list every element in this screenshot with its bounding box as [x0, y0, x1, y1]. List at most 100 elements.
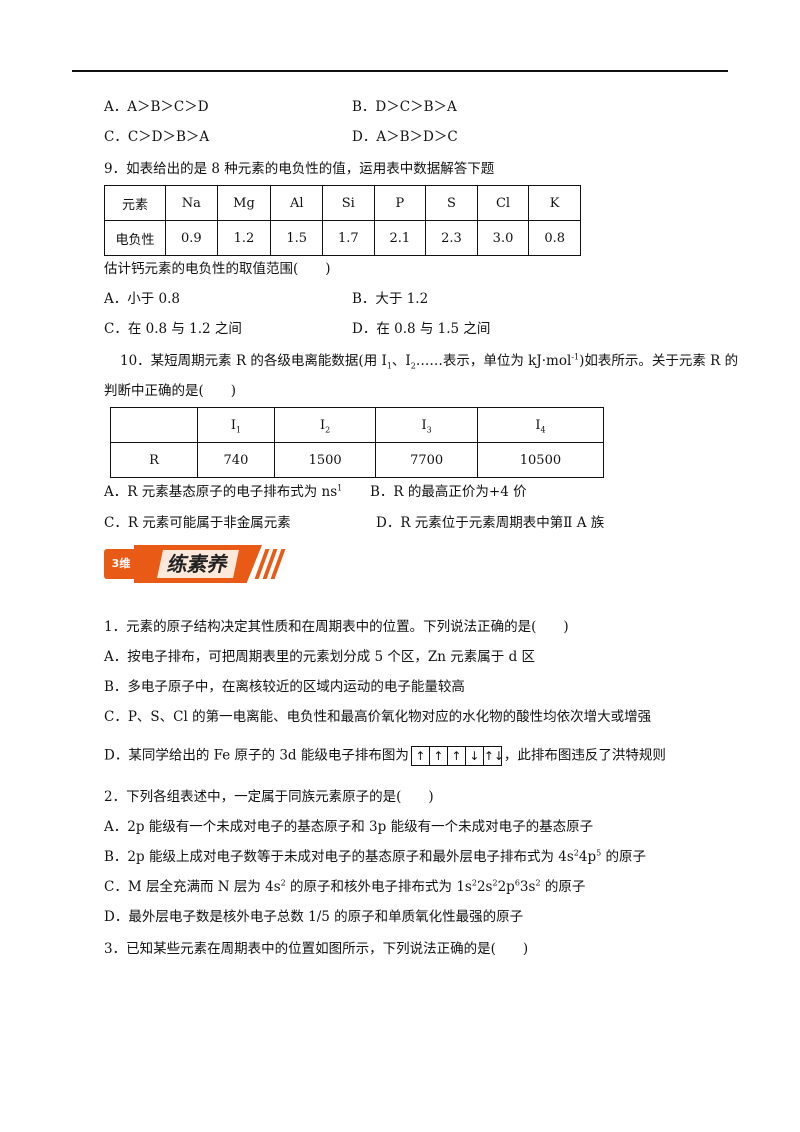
q10-stem-line2: 判断中正确的是( ) [104, 383, 237, 399]
cell-text: I [230, 417, 236, 433]
top-rule [72, 70, 728, 72]
option-text: C．M 层全充满而 N 层为 4s [104, 879, 281, 895]
q9-option-d[interactable]: D．在 0.8 与 1.5 之间 [352, 321, 491, 337]
q10-option-c[interactable]: C．R 元素可能属于非金属元素 [104, 515, 291, 531]
option-text: 3s [519, 879, 536, 895]
superscript: 2 [573, 848, 579, 858]
ionization-energy-table: I1 I2 I3 I4 R 740 1500 7700 10500 [110, 407, 605, 478]
table-cell: 1500 [273, 442, 377, 478]
q9-option-c[interactable]: C．在 0.8 与 1.2 之间 [104, 321, 242, 337]
p2-option-a[interactable]: A．2p 能级有一个未成对电子的基态原子和 3p 能级有一个未成对电子的基态原子 [104, 819, 594, 835]
subscript: 1 [386, 361, 392, 371]
option-text: ，此排布图违反了洪特规则 [503, 747, 666, 764]
q8-option-a[interactable]: A．A＞B＞C＞D [104, 99, 209, 115]
table-cell: 1.5 [270, 220, 323, 256]
table-cell: 电负性 [104, 220, 166, 256]
up-down-arrow-icon: ↑↓ [482, 747, 504, 765]
table-cell: I1 [197, 407, 275, 443]
table-cell: 10500 [476, 442, 605, 478]
p1-option-b[interactable]: B．多电子原子中，在离核较近的区域内运动的电子能量较高 [104, 679, 465, 695]
section-title: 练素养 [157, 550, 239, 578]
p2-option-d[interactable]: D．最外层电子数是核外电子总数 1/5 的原子和单质氧化性最强的原子 [104, 909, 524, 925]
table-cell: 7700 [375, 442, 478, 478]
q10-stem-text: 、I [391, 353, 411, 369]
table-cell: 0.8 [528, 220, 581, 256]
p1-stem: 1．元素的原子结构决定其性质和在周期表中的位置。下列说法正确的是( ) [104, 619, 569, 635]
table-row: 元素 Na Mg Al Si P S Cl K [104, 185, 581, 221]
table-cell: 2.3 [425, 220, 478, 256]
superscript: 2 [471, 878, 477, 888]
table-cell: K [528, 185, 581, 221]
table-cell: 1.2 [216, 220, 272, 256]
subscript: 3 [426, 425, 432, 435]
q9-question: 估计钙元素的电负性的取值范围( ) [104, 261, 331, 277]
option-text: 4p [578, 849, 597, 865]
table-cell: Mg [216, 185, 272, 221]
superscript: 6 [514, 878, 520, 888]
superscript: 2 [492, 878, 498, 888]
q8-option-d[interactable]: D．A＞B＞D＞C [352, 129, 458, 145]
subscript: 2 [325, 425, 331, 435]
p1-option-a[interactable]: A．按电子排布，可把周期表里的元素划分成 5 个区，Zn 元素属于 d 区 [104, 649, 536, 665]
cell-text: I [535, 417, 541, 433]
q9-option-b[interactable]: B．大于 1.2 [352, 291, 429, 307]
superscript: -1 [571, 352, 580, 362]
table-cell: 740 [197, 442, 275, 478]
table-cell: Cl [476, 185, 530, 221]
p2-option-c[interactable]: C．M 层全充满而 N 层为 4s2 的原子和核外电子排布式为 1s22s22p… [104, 878, 585, 896]
option-text: 2p [497, 879, 515, 895]
section-banner: 3维 练素养 [104, 545, 286, 583]
q8-option-b[interactable]: B．D＞C＞B＞A [352, 99, 457, 115]
q9-stem: 9．如表给出的是 8 种元素的电负性的值，运用表中数据解答下题 [104, 161, 495, 177]
subscript: 2 [410, 361, 416, 371]
superscript: 2 [535, 878, 541, 888]
up-arrow-icon: ↑ [428, 747, 447, 765]
section-title-box: 练素养 [134, 545, 262, 583]
q10-option-d[interactable]: D．R 元素位于元素周期表中第Ⅱ A 族 [376, 515, 605, 531]
option-text: 2s [476, 879, 493, 895]
superscript: 2 [280, 878, 286, 888]
q9-option-a[interactable]: A．小于 0.8 [104, 291, 181, 307]
q10-option-a[interactable]: A．R 元素基态原子的电子排布式为 ns1 [104, 483, 342, 501]
option-text: 的原子 [540, 879, 586, 895]
q10-stem-text: )如表所示。关于元素 R 的 [579, 353, 739, 369]
option-text: 的原子 [601, 849, 646, 865]
cell-text: I [320, 417, 326, 433]
orbital-diagram: ↑↑↑↓↑↓ [410, 746, 504, 766]
table-cell: I4 [476, 407, 605, 443]
p2-stem: 2．下列各组表述中，一定属于同族元素原子的是( ) [104, 789, 434, 805]
table-cell: Al [270, 185, 323, 221]
q8-option-c[interactable]: C．C＞D＞B＞A [104, 129, 210, 145]
table-cell: Na [165, 185, 218, 221]
table-row: I1 I2 I3 I4 [110, 407, 605, 443]
up-arrow-icon: ↑ [446, 747, 465, 765]
subscript: 1 [235, 425, 242, 435]
option-text: 的原子和核外电子排布式为 1s [285, 879, 472, 895]
p1-option-c[interactable]: C．P、S、Cl 的第一电离能、电负性和最高价氧化物对应的水化物的酸性均依次增大… [104, 709, 652, 725]
p3-stem: 3．已知某些元素在周期表中的位置如图所示，下列说法正确的是( ) [104, 941, 529, 957]
up-arrow-icon: ↑ [415, 749, 426, 763]
table-cell: Si [322, 185, 375, 221]
q10-option-b[interactable]: B．R 的最高正价为+4 价 [370, 484, 527, 500]
option-text: B．2p 能级上成对电子数等于未成对电子的基态原子和最外层电子排布式为 4s [104, 849, 574, 865]
superscript: 1 [337, 483, 343, 493]
table-row: R 740 1500 7700 10500 [110, 442, 605, 478]
table-cell: 1.7 [322, 220, 375, 256]
cell-text: I [421, 417, 427, 433]
option-text: D．某同学给出的 Fe 原子的 3d 能级电子排布图为 [104, 747, 409, 764]
table-cell: I2 [273, 407, 377, 443]
table-cell: 0.9 [165, 220, 218, 256]
option-text: A．R 元素基态原子的电子排布式为 ns [104, 484, 338, 500]
q10-stem-text: ……表示，单位为 kJ·mol [415, 353, 572, 369]
superscript: 5 [596, 848, 602, 858]
electronegativity-table: 元素 Na Mg Al Si P S Cl K 电负性 0.9 1.2 1.5 … [104, 185, 581, 256]
table-cell: 元素 [104, 185, 166, 221]
table-cell: S [425, 185, 478, 221]
p1-option-d[interactable]: D．某同学给出的 Fe 原子的 3d 能级电子排布图为↑↑↑↓↑↓，此排布图违反… [104, 746, 666, 766]
subscript: 4 [540, 425, 546, 435]
table-cell: P [373, 185, 427, 221]
q10-stem: 10．某短周期元素 R 的各级电离能数据(用 I1、I2……表示，单位为 kJ·… [120, 352, 738, 370]
q10-stem-text: 10．某短周期元素 R 的各级电离能数据(用 I [120, 353, 387, 369]
p2-option-b[interactable]: B．2p 能级上成对电子数等于未成对电子的基态原子和最外层电子排布式为 4s24… [104, 848, 646, 866]
table-cell: 2.1 [373, 220, 427, 256]
